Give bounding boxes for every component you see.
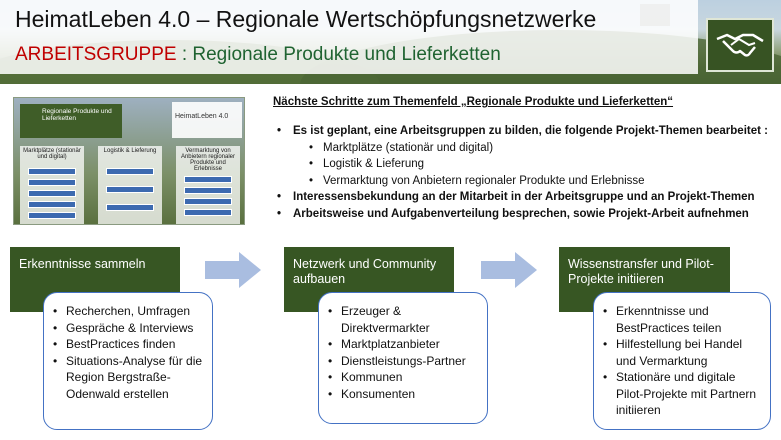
phase-card-1: Recherchen, Umfragen Gespräche & Intervi… — [43, 292, 213, 430]
handshake-icon — [716, 33, 764, 57]
title-panel: HeimatLeben 4.0 – Regionale Wertschöpfun… — [0, 0, 698, 74]
arrow-right-icon — [205, 252, 261, 288]
bullet-icon: • — [309, 158, 314, 170]
thumbnail-chip — [28, 201, 76, 208]
list-subitem: • Marktplätze (stationär und digital) — [273, 142, 773, 159]
header-banner: HeimatLeben 4.0 – Regionale Wertschöpfun… — [0, 0, 781, 84]
list-item: Dienstleistungs-Partner — [325, 353, 479, 370]
bullet-icon: • — [277, 125, 282, 137]
list-item: BestPractices finden — [50, 336, 204, 353]
list-item: Marktplatzanbieter — [325, 336, 479, 353]
list-item: • Arbeitsweise und Aufgabenverteilung be… — [273, 208, 773, 225]
thumbnail-chip — [106, 168, 154, 175]
list-item: Recherchen, Umfragen — [50, 303, 204, 320]
thumbnail-column: Vermarktung von Anbietern regionaler Pro… — [176, 146, 240, 224]
thumbnail-col-label: Marktplätze (stationär und digital) — [23, 148, 81, 160]
thumbnail-brand-box: HeimatLeben 4.0 — [172, 102, 242, 138]
subtitle-tag: ARBEITSGRUPPE — [15, 44, 177, 65]
list-item: Kommunen — [325, 369, 479, 386]
list-item: Konsumenten — [325, 386, 479, 403]
next-steps-title: Nächste Schritte zum Themenfeld „Regiona… — [273, 96, 674, 108]
thumbnail-title: Regionale Produkte und Lieferketten — [42, 108, 112, 122]
bullet-icon: • — [277, 207, 282, 220]
thumbnail-chip — [184, 187, 232, 194]
list-item: Hilfestellung bei Handel und Vermarktung — [600, 336, 762, 369]
page-subtitle: ARBEITSGRUPPE : Regionale Produkte und L… — [15, 44, 501, 66]
thumbnail-chip — [28, 212, 76, 219]
phase-box-2: Netzwerk und Community aufbauen — [284, 247, 454, 312]
thumbnail-col-label: Vermarktung von Anbietern regionaler Pro… — [180, 148, 236, 172]
list-item: Situations-Analyse für die Region Bergst… — [50, 353, 204, 403]
list-item: Erkenntnisse und BestPractices teilen — [600, 303, 762, 336]
phase-card-3: Erkenntnisse und BestPractices teilen Hi… — [593, 292, 771, 430]
thumbnail-chip — [28, 168, 76, 175]
thumbnail-chip — [184, 198, 232, 205]
thumbnail-chip — [28, 179, 76, 186]
phase-title: Netzwerk und Community aufbauen — [293, 257, 437, 286]
thumbnail-chip — [106, 186, 154, 193]
list-subitem: • Logistik & Lieferung — [273, 158, 773, 175]
thumbnail-title-box: Regionale Produkte und Lieferketten — [20, 104, 122, 138]
subtitle-topic: : Regionale Produkte und Lieferketten — [176, 44, 501, 65]
list-item: Stationäre und digitale Pilot-Projekte m… — [600, 369, 762, 419]
thumbnail-chip — [184, 209, 232, 216]
list-item: Gespräche & Interviews — [50, 320, 204, 337]
slide-thumbnail: Regionale Produkte und Lieferketten Heim… — [13, 97, 245, 225]
list-item: • Es ist geplant, eine Arbeitsgruppen zu… — [273, 125, 773, 142]
bullet-icon: • — [309, 141, 314, 154]
list-item-text: Interessensbekundung an der Mitarbeit in… — [293, 191, 755, 203]
thumbnail-chip — [106, 204, 154, 211]
list-item-text: Es ist geplant, eine Arbeitsgruppen zu b… — [293, 125, 768, 137]
next-steps-list: • Es ist geplant, eine Arbeitsgruppen zu… — [273, 125, 773, 224]
phase-title: Wissenstransfer und Pilot-Projekte initi… — [568, 257, 714, 286]
page-title: HeimatLeben 4.0 – Regionale Wertschöpfun… — [15, 6, 597, 32]
thumbnail-col-label: Logistik & Lieferung — [103, 148, 157, 154]
thumbnail-column: Logistik & Lieferung — [98, 146, 162, 224]
bullet-icon: • — [309, 174, 314, 187]
phase-card-2: Erzeuger & Direktvermarkter Marktplatzan… — [318, 292, 488, 424]
handshake-logo — [706, 18, 774, 72]
arrow-right-icon — [481, 252, 537, 288]
list-subitem-text: Vermarktung von Anbietern regionaler Pro… — [323, 174, 645, 187]
bullet-icon: • — [277, 191, 282, 203]
list-item: • Interessensbekundung an der Mitarbeit … — [273, 191, 773, 208]
list-subitem: • Vermarktung von Anbietern regionaler P… — [273, 175, 773, 192]
phase-title: Erkenntnisse sammeln — [19, 257, 146, 271]
thumbnail-column: Marktplätze (stationär und digital) — [20, 146, 84, 224]
list-subitem-text: Logistik & Lieferung — [323, 158, 425, 170]
thumbnail-chip — [28, 190, 76, 197]
thumbnail-chip — [184, 176, 232, 183]
list-subitem-text: Marktplätze (stationär und digital) — [323, 141, 494, 154]
list-item-text: Arbeitsweise und Aufgabenverteilung besp… — [293, 207, 749, 220]
thumbnail-brand: HeimatLeben 4.0 — [175, 113, 229, 120]
list-item: Erzeuger & Direktvermarkter — [325, 303, 479, 336]
